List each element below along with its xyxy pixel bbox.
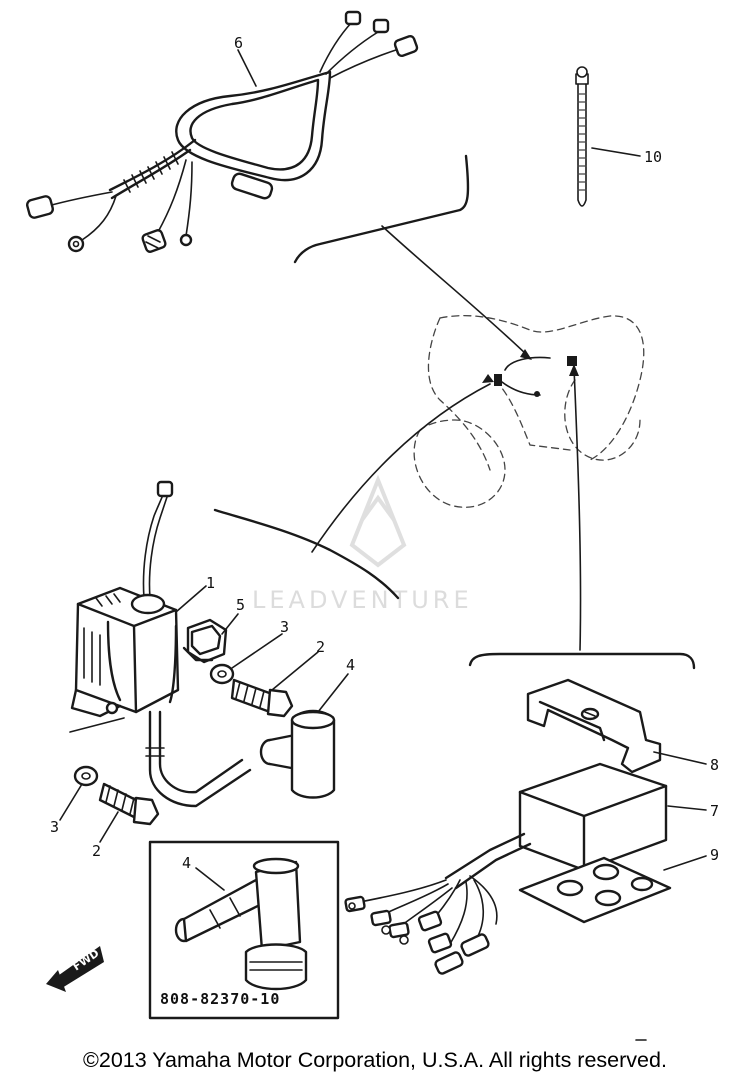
callout-4-upper: 4 — [346, 656, 355, 674]
callout-5: 5 — [236, 596, 245, 614]
copyright-notice: ©2013 Yamaha Motor Corporation, U.S.A. A… — [83, 1048, 667, 1072]
ignition-coil-part-1 — [70, 480, 252, 808]
callout-2-upper: 2 — [316, 638, 325, 656]
bolt-part-2-upper — [230, 678, 294, 718]
washer-part-3-lower — [73, 765, 99, 787]
location-leader-lines — [311, 225, 582, 651]
callout-9: 9 — [710, 846, 719, 864]
bolt-part-2-lower — [98, 782, 160, 826]
plug-cap-part-4 — [259, 709, 336, 799]
callout-leaders — [59, 49, 707, 891]
callout-10: 10 — [644, 148, 662, 166]
callout-3-upper: 3 — [280, 618, 289, 636]
washer-part-3-upper — [209, 663, 235, 685]
callout-2-lower: 2 — [92, 842, 101, 860]
lead-connectors — [344, 895, 490, 975]
callout-1: 1 — [206, 574, 215, 592]
grommet-part-5 — [182, 618, 228, 664]
bracket-part-8 — [526, 678, 662, 774]
cdi-unit-part-7 — [518, 762, 668, 872]
callout-8: 8 — [710, 756, 719, 774]
callout-6: 6 — [234, 34, 243, 52]
location-braces — [213, 154, 696, 670]
motorcycle-outline — [413, 315, 645, 508]
callout-4-inset: 4 — [182, 854, 191, 872]
wire-harness-part-6 — [26, 10, 419, 253]
plate-part-9 — [518, 856, 672, 924]
callout-7: 7 — [710, 802, 719, 820]
plug-cap-part-4-inset — [174, 857, 308, 991]
callout-numbers: 6 10 1 5 3 2 4 3 2 4 8 7 9 — [50, 34, 719, 872]
cable-tie-part-10 — [575, 66, 589, 207]
watermark-logo: LEADVENTURE — [252, 474, 473, 614]
cdi-lead-wires — [344, 832, 532, 975]
inset-part-number: 808-82370-10 — [160, 990, 280, 1008]
forward-arrow-marker: FWD — [46, 946, 104, 992]
inset-box: 808-82370-10 — [148, 840, 340, 1020]
callout-3-lower: 3 — [50, 818, 59, 836]
watermark-text: LEADVENTURE — [252, 586, 473, 614]
